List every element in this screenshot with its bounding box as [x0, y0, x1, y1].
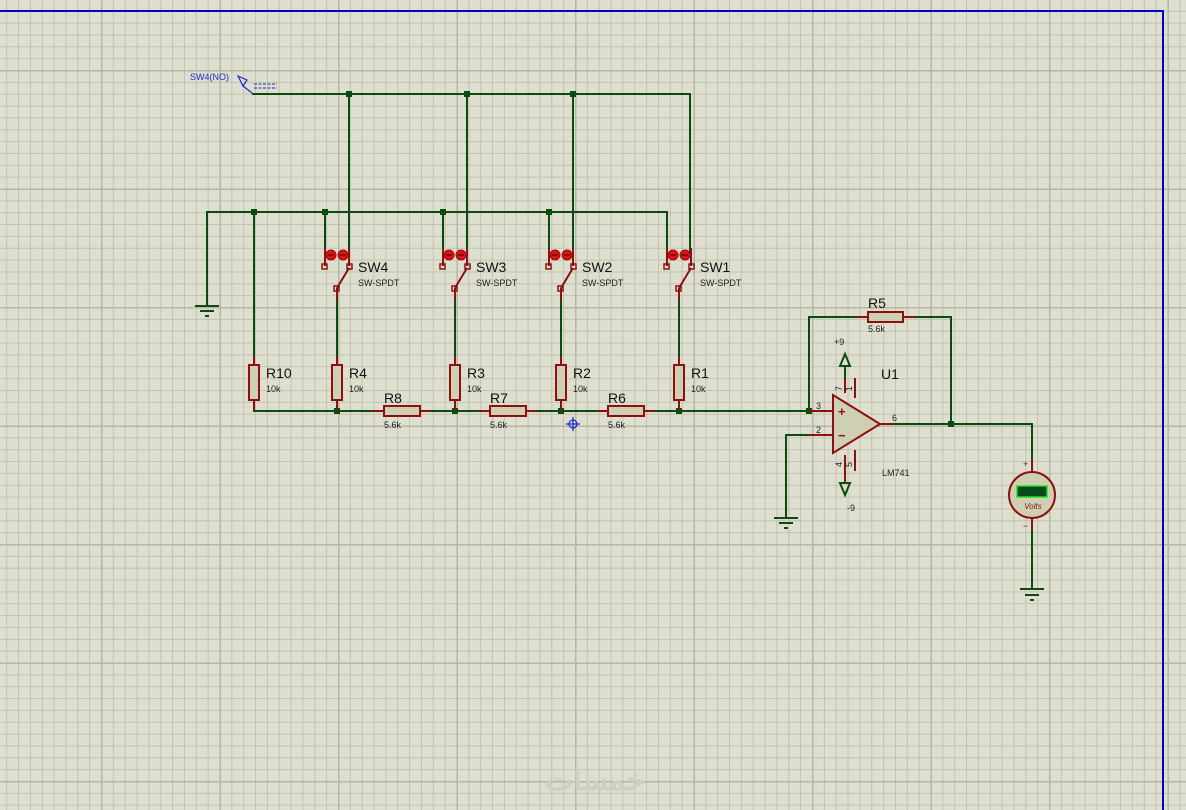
resistor-r5[interactable]: R5 5.6k	[856, 295, 915, 334]
resistor-r1[interactable]: R1 10k	[673, 356, 709, 410]
resistor-r6[interactable]: R6 5.6k	[597, 390, 654, 430]
voltmeter-plus-label: +	[1023, 459, 1028, 469]
opamp-minus-symbol: −	[838, 428, 846, 443]
ground-symbol	[195, 305, 219, 317]
switch-type: SW-SPDT	[700, 278, 742, 288]
resistor-ref: R8	[384, 390, 402, 406]
pin-label: 6	[892, 413, 897, 423]
resistor-r10[interactable]: R10 10k	[248, 356, 292, 410]
supply-label: -9	[847, 503, 855, 513]
resistor-ref: R10	[266, 365, 292, 381]
switch-type: SW-SPDT	[358, 278, 400, 288]
probe-arrow-icon	[236, 74, 253, 94]
resistor-ref: R2	[573, 365, 591, 381]
opamp-u1[interactable]: + − 3 2 6 7 1 4 5 U1 LM741	[809, 366, 910, 484]
supply-positive: +9	[834, 337, 852, 378]
wires	[206, 93, 1033, 589]
resistor-value: 10k	[691, 384, 706, 394]
voltmeter-display	[1016, 485, 1048, 498]
power-arrow-up-icon	[838, 351, 852, 378]
resistor-ref: R5	[868, 295, 886, 311]
pin-label: 3	[816, 401, 821, 411]
resistor-value: 5.6k	[384, 420, 402, 430]
opamp-ref: U1	[881, 366, 899, 382]
voltmeter-minus-label: −	[1023, 521, 1028, 531]
voltage-probe[interactable]: SW4(NO)	[190, 72, 277, 94]
pin-label: 7	[834, 386, 844, 391]
opamp-body	[832, 393, 882, 455]
resistor-value: 5.6k	[608, 420, 626, 430]
resistor-r8[interactable]: R8 5.6k	[372, 390, 430, 430]
resistor-r2[interactable]: R2 10k	[555, 356, 591, 410]
resistor-ref: R3	[467, 365, 485, 381]
switch-type: SW-SPDT	[582, 278, 624, 288]
switch-ref: SW4	[358, 259, 389, 275]
switch-sw3[interactable]: SW3 SW-SPDT	[439, 248, 518, 300]
pin-label: 4	[834, 462, 844, 467]
supply-label: +9	[834, 337, 844, 347]
resistor-value: 10k	[266, 384, 281, 394]
opamp-part: LM741	[882, 468, 910, 478]
pin-label: 5	[844, 462, 854, 467]
resistor-value: 5.6k	[868, 324, 886, 334]
resistor-value: 5.6k	[490, 420, 508, 430]
watermark: خمسات	[545, 764, 645, 797]
switch-ref: SW2	[582, 259, 613, 275]
switch-sw4[interactable]: SW4 SW-SPDT	[321, 248, 400, 300]
pin-label: 1	[844, 386, 854, 391]
supply-negative: -9	[838, 482, 855, 513]
probe-dash-icon	[254, 83, 277, 89]
resistor-value: 10k	[573, 384, 588, 394]
resistor-r4[interactable]: R4 10k	[331, 356, 367, 410]
switch-ref: SW3	[476, 259, 507, 275]
ground-symbol	[774, 517, 798, 529]
ground-symbol	[1020, 588, 1044, 601]
voltmeter[interactable]: Volts + −	[1008, 459, 1056, 531]
switch-sw1[interactable]: SW1 SW-SPDT	[663, 248, 742, 300]
opamp-plus-symbol: +	[838, 404, 846, 419]
switch-type: SW-SPDT	[476, 278, 518, 288]
sheet-border	[0, 10, 1164, 810]
resistor-ref: R4	[349, 365, 367, 381]
power-arrow-down-icon	[838, 482, 852, 498]
resistor-ref: R1	[691, 365, 709, 381]
pin-label: 2	[816, 425, 821, 435]
voltmeter-unit-label: Volts	[1024, 502, 1042, 511]
crosshair-cursor-icon	[566, 417, 580, 431]
probe-label: SW4(NO)	[190, 72, 229, 82]
switch-sw2[interactable]: SW2 SW-SPDT	[545, 248, 624, 300]
resistor-ref: R6	[608, 390, 626, 406]
switch-ref: SW1	[700, 259, 731, 275]
resistor-r7[interactable]: R7 5.6k	[478, 390, 536, 430]
resistor-value: 10k	[349, 384, 364, 394]
resistor-ref: R7	[490, 390, 508, 406]
resistor-r3[interactable]: R3 10k	[449, 356, 485, 410]
resistor-value: 10k	[467, 384, 482, 394]
